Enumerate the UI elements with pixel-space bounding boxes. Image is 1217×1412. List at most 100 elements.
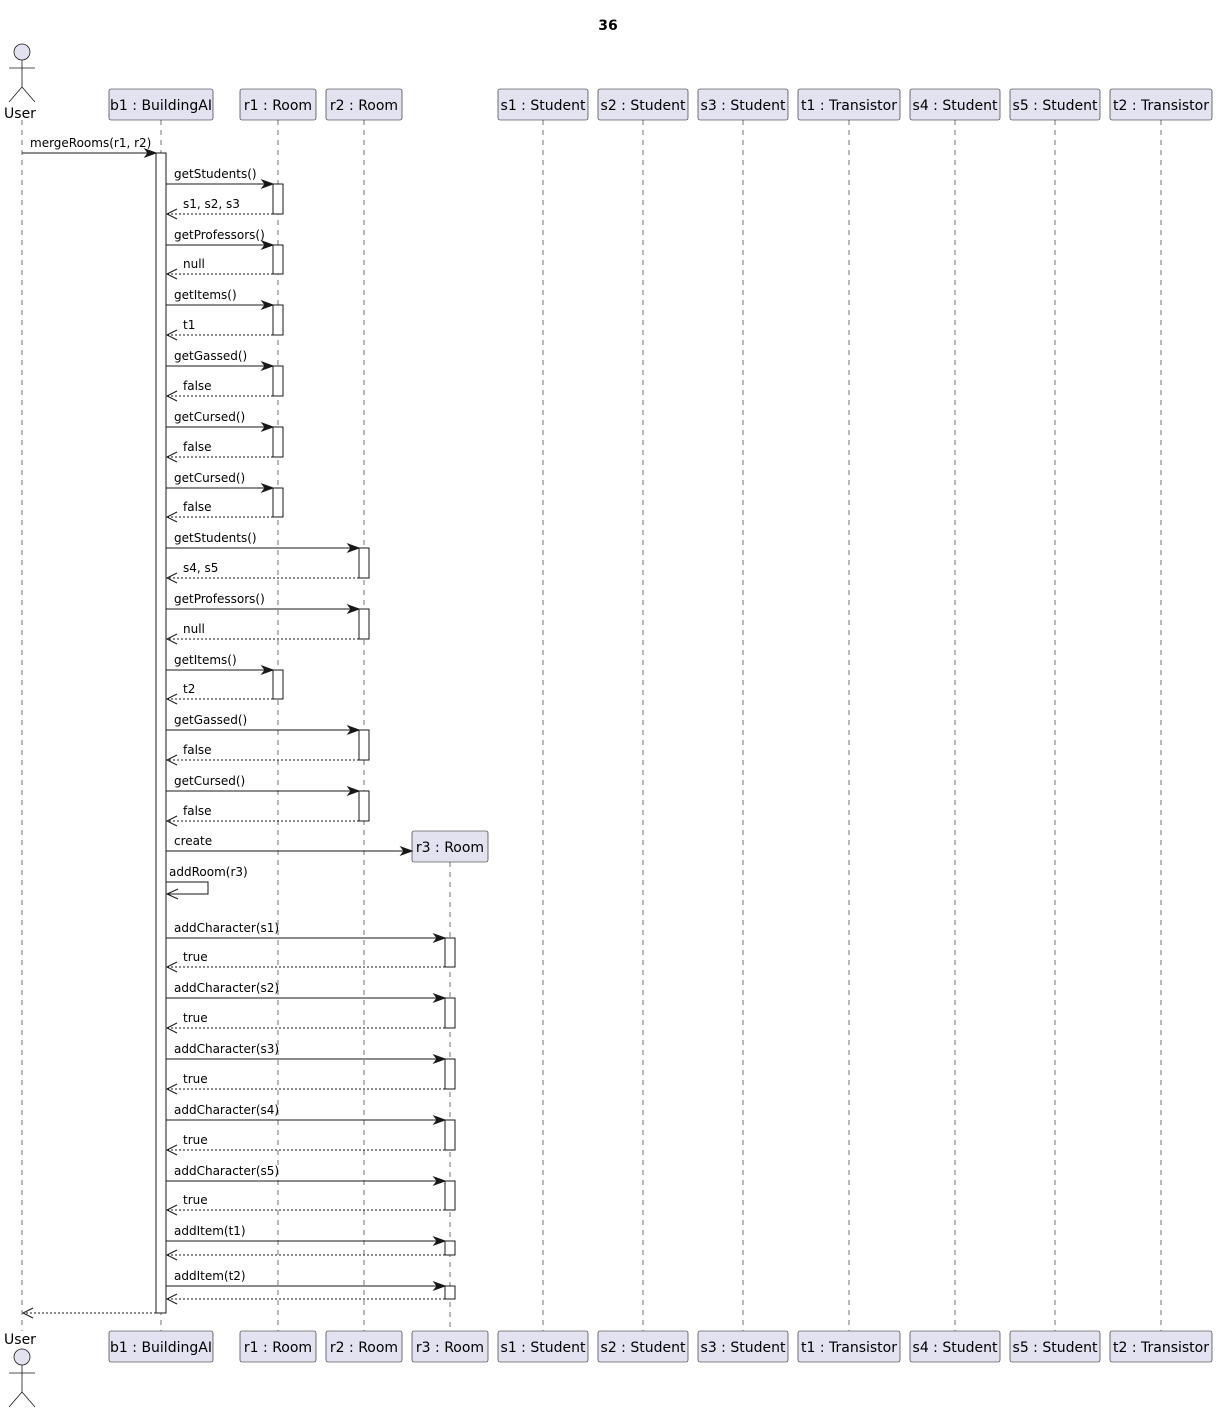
message-label: getItems() — [174, 288, 237, 302]
message-label: addCharacter(s4) — [174, 1103, 279, 1117]
message-label: s4, s5 — [183, 561, 218, 575]
actor-body — [8, 60, 36, 103]
participant-box — [597, 1330, 689, 1363]
message-return: s4, s5 — [165, 561, 359, 584]
message-label: true — [183, 1193, 208, 1207]
message-label: addCharacter(s2) — [174, 981, 279, 995]
participant-label: t2 : Transistor — [1113, 1340, 1209, 1356]
actor-label: User — [4, 1332, 36, 1348]
message-label: true — [183, 1072, 208, 1086]
participant-label: r2 : Room — [330, 1340, 398, 1356]
message-label: true — [183, 950, 208, 964]
arrowhead — [432, 1114, 447, 1126]
participant-s4-bottom: s4 : Student — [909, 1330, 1001, 1363]
participant-box — [797, 88, 901, 121]
participant-label: r3 : Room — [416, 840, 484, 856]
participant-t2-top: t2 : Transistor — [1109, 88, 1213, 121]
actor-user-top: User — [4, 43, 36, 122]
message-call: addCharacter(s5) — [166, 1164, 447, 1187]
arrowhead — [165, 208, 178, 220]
arrowhead — [165, 961, 178, 973]
participant-label: s5 : Student — [1013, 1340, 1098, 1356]
activation-r1 — [272, 304, 284, 336]
message-label: false — [183, 500, 212, 514]
arrowhead — [260, 178, 275, 190]
activation-r1 — [272, 426, 284, 458]
message-label: getCursed() — [174, 471, 245, 485]
participant-s1-top: s1 : Student — [497, 88, 589, 121]
message-label: true — [183, 1133, 208, 1147]
arrowhead — [432, 992, 447, 1004]
self-call-line — [166, 881, 209, 895]
participant-s2-top: s2 : Student — [597, 88, 689, 121]
message-call: addCharacter(s2) — [166, 981, 447, 1004]
message-return — [165, 1249, 445, 1261]
actor-icon — [13, 1348, 31, 1366]
message-return: false — [165, 440, 273, 463]
participant-box — [108, 1330, 214, 1363]
participant-r2-bottom: r2 : Room — [325, 1330, 403, 1363]
arrowhead — [143, 147, 158, 159]
arrowhead — [165, 511, 178, 523]
activation-r1 — [272, 183, 284, 215]
message-label: addRoom(r3) — [169, 865, 248, 879]
participant-s4-top: s4 : Student — [909, 88, 1001, 121]
arrowhead — [260, 664, 275, 676]
message-call: getCursed() — [166, 410, 275, 433]
arrowhead — [165, 888, 179, 900]
participant-box — [1109, 88, 1213, 121]
message-return: true — [165, 1011, 445, 1034]
arrowhead — [260, 299, 275, 311]
arrowhead — [21, 1307, 34, 1319]
actor-icon — [13, 43, 31, 61]
arrowhead — [432, 1053, 447, 1065]
participant-label: r1 : Room — [244, 98, 312, 114]
activation-r3 — [444, 1058, 456, 1090]
participant-label: b1 : BuildingAI — [110, 1340, 212, 1356]
message-return: true — [165, 950, 445, 973]
activation-r2 — [358, 729, 370, 761]
activation-r1 — [272, 669, 284, 700]
message-return: true — [165, 1133, 445, 1156]
message-call: getItems() — [166, 288, 275, 311]
participant-s5-top: s5 : Student — [1009, 88, 1101, 121]
participant-label: r2 : Room — [330, 98, 398, 114]
message-call: getProfessors() — [166, 228, 275, 251]
participant-b1-top: b1 : BuildingAI — [108, 88, 214, 121]
participant-r1-bottom: r1 : Room — [239, 1330, 317, 1363]
message-label: false — [183, 743, 212, 757]
participant-r1-top: r1 : Room — [239, 88, 317, 121]
arrowhead — [346, 724, 361, 736]
arrowhead — [432, 1235, 447, 1247]
message-return: false — [165, 379, 273, 402]
participant-box — [1009, 1330, 1101, 1363]
arrowhead — [260, 421, 275, 433]
participant-label: s5 : Student — [1013, 98, 1098, 114]
participant-box — [797, 1330, 901, 1363]
message-return: null — [165, 622, 359, 645]
arrowhead — [399, 845, 414, 857]
activation-r3 — [444, 1119, 456, 1151]
message-label: s1, s2, s3 — [183, 197, 240, 211]
participant-label: s2 : Student — [601, 98, 686, 114]
arrowhead — [165, 1204, 178, 1216]
message-call: addItem(t2) — [166, 1269, 447, 1292]
message-label: false — [183, 379, 212, 393]
arrowhead — [165, 1293, 178, 1305]
message-call: addItem(t1) — [166, 1224, 447, 1247]
participant-box — [411, 1330, 489, 1363]
message-label: addCharacter(s3) — [174, 1042, 279, 1056]
actor-body — [8, 1365, 36, 1408]
participant-s3-top: s3 : Student — [697, 88, 789, 121]
activation-r1 — [272, 365, 284, 397]
message-label: t2 — [183, 682, 195, 696]
arrowhead — [165, 1022, 178, 1034]
participant-s3-bottom: s3 : Student — [697, 1330, 789, 1363]
participant-label: b1 : BuildingAI — [110, 98, 212, 114]
message-label: addCharacter(s5) — [174, 1164, 279, 1178]
activation-r2 — [358, 547, 370, 579]
participant-r3-top: r3 : Room — [411, 830, 489, 863]
message-call: addCharacter(s3) — [166, 1042, 447, 1065]
arrowhead — [165, 1083, 178, 1095]
